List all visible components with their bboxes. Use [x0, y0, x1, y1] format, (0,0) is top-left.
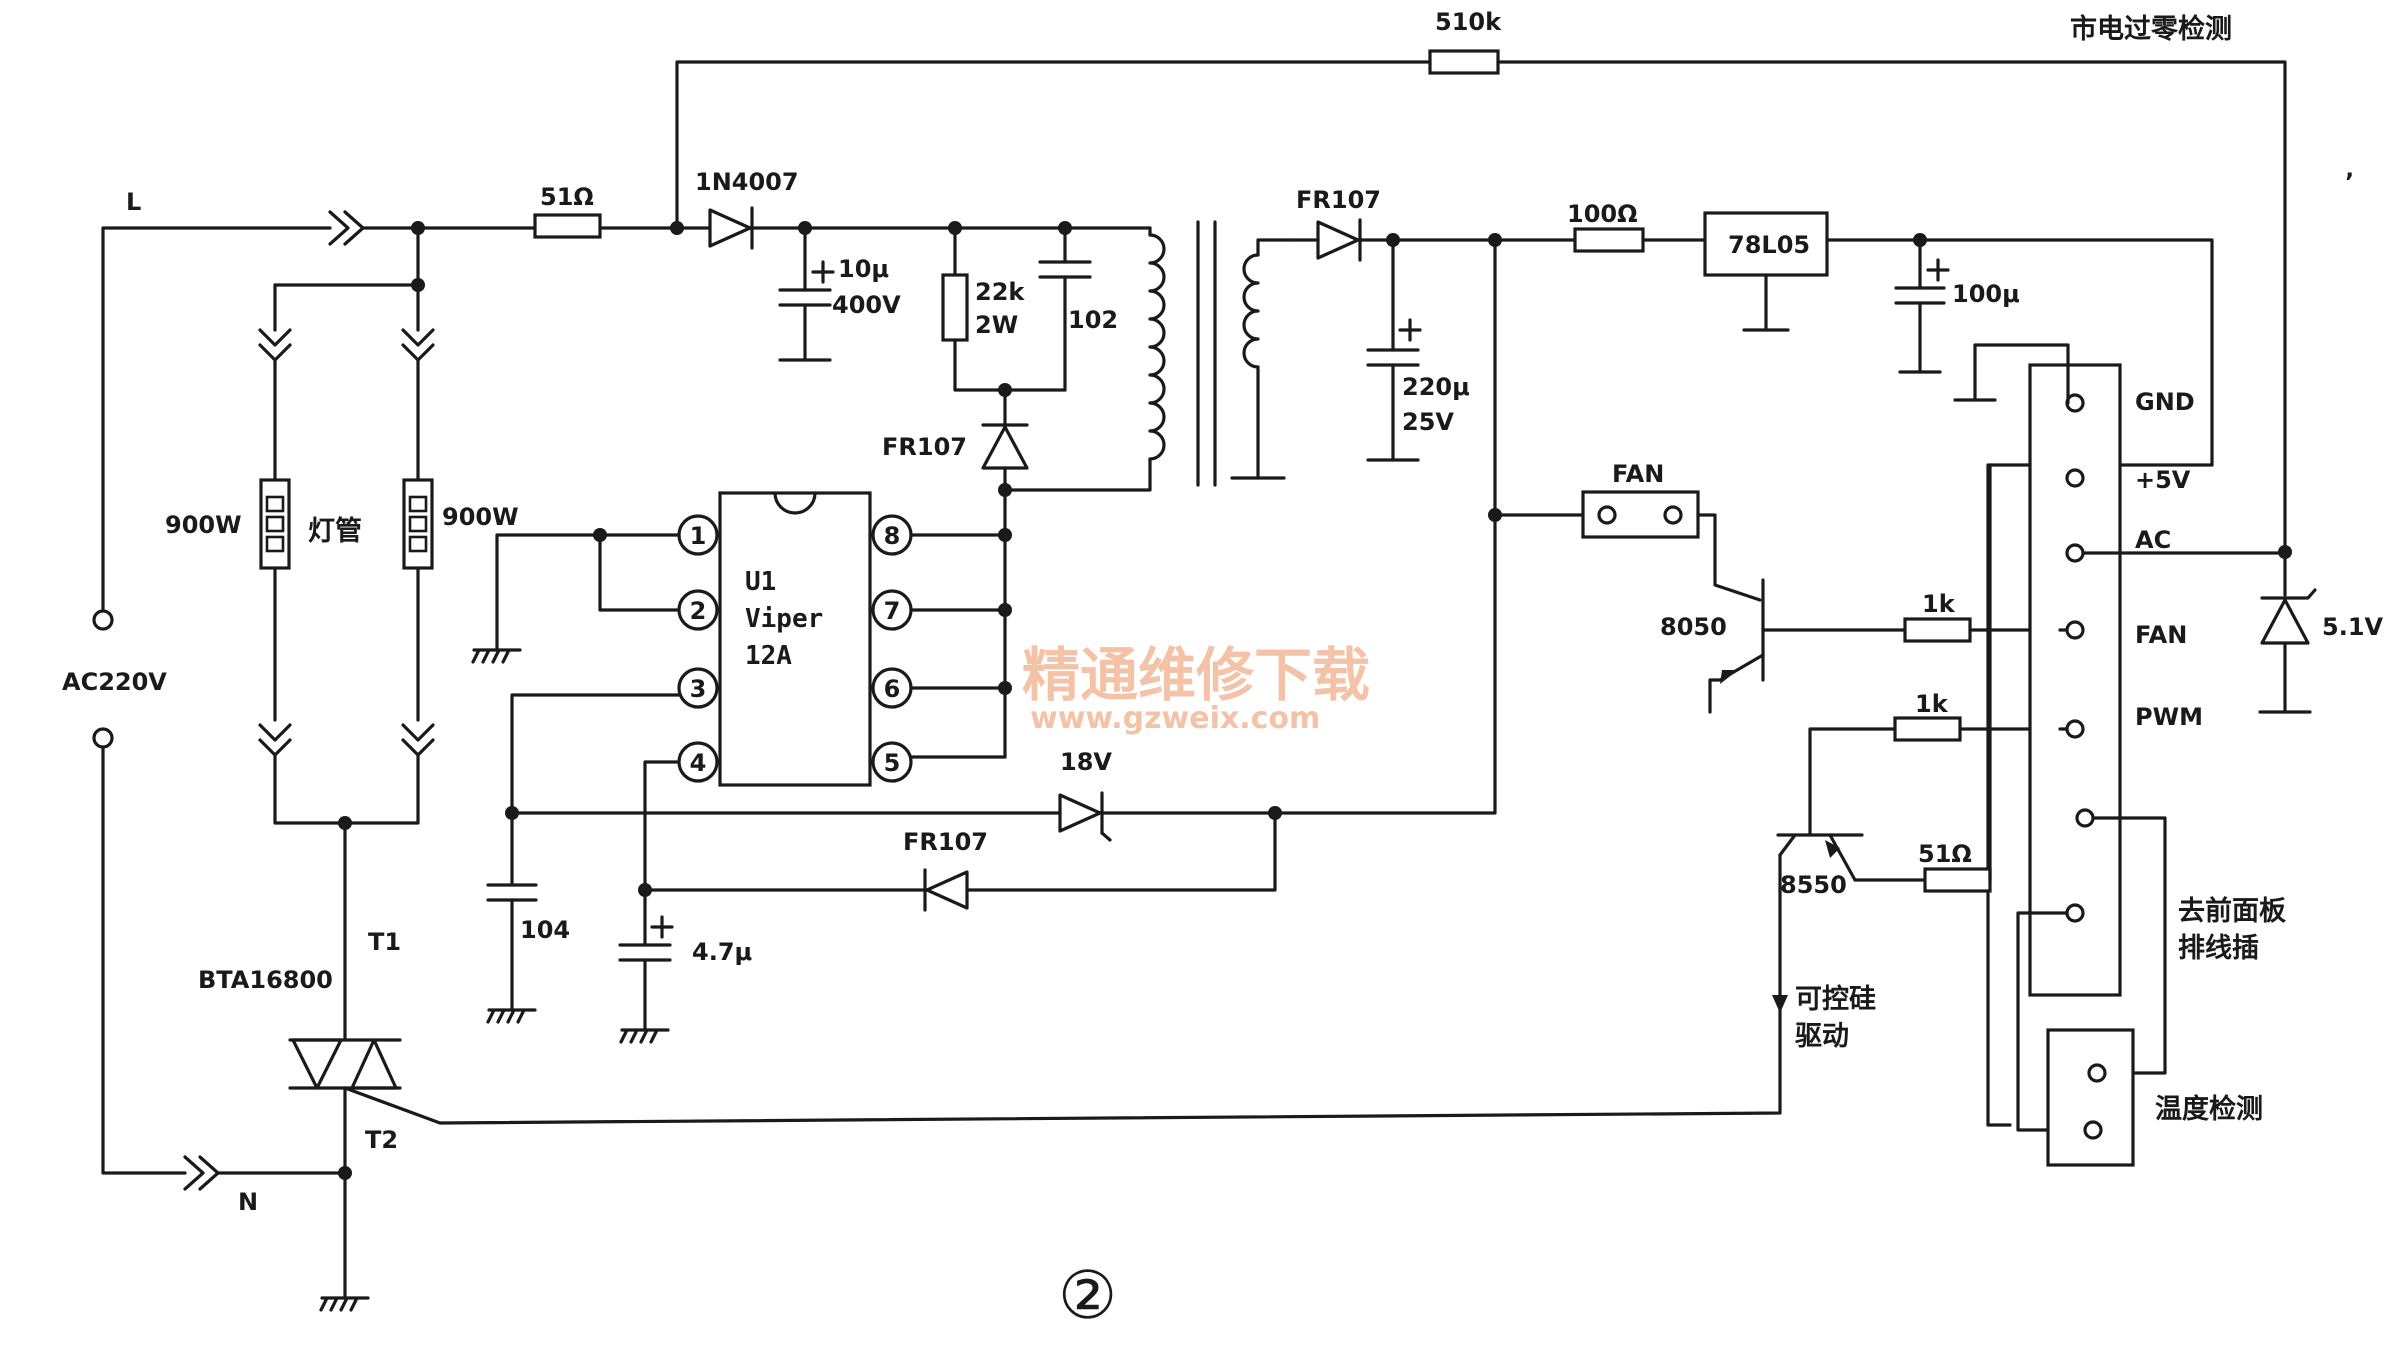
label-78l05: 78L05: [1728, 231, 1810, 259]
label-8050: 8050: [1660, 613, 1727, 641]
label-zero-cross: 市电过零检测: [2070, 13, 2232, 45]
label-zener-18v: 18V: [1060, 748, 1112, 776]
ic-pin-4: 4: [677, 741, 722, 783]
label-front-panel-2: 排线插: [2178, 933, 2259, 964]
zero-cross-detect: 510k 市电过零检测 5.1V ’: [675, 8, 2384, 714]
header-5v: +5V: [2135, 466, 2191, 494]
ic-label-u1: U1: [745, 567, 776, 597]
label-lamp: 灯管: [308, 516, 362, 547]
svg-text:7: 7: [884, 597, 901, 625]
watermark-url: www.gzweix.com: [1030, 701, 1320, 736]
svg-text:5: 5: [884, 749, 901, 777]
header-ac: AC: [2135, 526, 2171, 554]
header-fan: FAN: [2135, 621, 2187, 649]
label-heater-right: 900W: [442, 503, 519, 531]
label-8550: 8550: [1780, 871, 1847, 899]
label-1n4007: 1N4007: [695, 168, 799, 196]
watermark-title: 精通维修下载: [1022, 641, 1370, 709]
label-22k: 22k: [975, 278, 1025, 306]
label-51-input: 51Ω: [540, 183, 594, 211]
pwm-drive: 1k 8550 51Ω: [1776, 463, 2062, 899]
figure-number: ②: [1058, 1257, 1117, 1334]
label-cap-10u: 10μ: [838, 255, 889, 283]
triac: BTA16800 T1 T2 可控硅 驱动: [198, 821, 1876, 1312]
header-gnd: GND: [2135, 388, 2195, 416]
label-N: N: [238, 1188, 258, 1216]
mains-input: L N AC220V: [62, 188, 537, 1216]
fan-drive: FAN 8050 1k: [1493, 460, 2062, 714]
label-510k: 510k: [1435, 8, 1502, 36]
ic-pin-6: 6: [868, 667, 913, 709]
label-51-base: 51Ω: [1918, 840, 1972, 868]
control-header: GND +5V AC FAN PWM 去前面板 排线插: [1953, 343, 2287, 1132]
label-L: L: [126, 188, 141, 216]
label-t2: T2: [365, 1126, 398, 1154]
label-front-panel-1: 去前面板: [2178, 895, 2286, 927]
label-fr107-aux: FR107: [903, 828, 988, 856]
ic-pin-5: 5: [868, 741, 913, 783]
primary-stage: 51Ω 1N4007 10μ 400V 22k 2W 102: [533, 168, 1292, 497]
label-triac: BTA16800: [198, 966, 333, 994]
svg-text:8: 8: [884, 522, 901, 550]
ic-pin-7: 7: [868, 589, 913, 631]
label-fr107-sec: FR107: [1296, 186, 1381, 214]
svg-text:4: 4: [690, 749, 707, 777]
label-cap-400v: 400V: [832, 291, 901, 319]
svg-text:6: 6: [884, 675, 901, 703]
label-fr107-snub: FR107: [882, 433, 967, 461]
label-cap-100u: 100μ: [1952, 280, 2020, 308]
label-triac-drive-2: 驱动: [1795, 1021, 1849, 1052]
label-cap-25v: 25V: [1402, 408, 1454, 436]
label-cap-4u7: 4.7μ: [692, 938, 752, 966]
temp-sensor-connector: 温度检测: [2046, 1028, 2263, 1167]
ic-label-viper: Viper: [745, 604, 823, 634]
label-triac-drive-1: 可控硅: [1795, 984, 1876, 1015]
label-cap-102: 102: [1068, 306, 1118, 334]
label-2w: 2W: [975, 311, 1018, 339]
svg-text:1: 1: [690, 522, 707, 550]
label-temp-detect: 温度检测: [2155, 1093, 2263, 1125]
viper12a-ic: U1 Viper 12A 1 2 3 4 8: [471, 488, 1497, 1044]
label-heater-left: 900W: [165, 511, 242, 539]
ic-pin-8: 8: [868, 514, 913, 556]
label-zener-5v1: 5.1V: [2322, 613, 2384, 641]
svg-text:2: 2: [690, 597, 707, 625]
label-1k-pwm: 1k: [1915, 690, 1949, 718]
ic-pin-1: 1: [677, 514, 722, 556]
label-t1: T1: [368, 928, 401, 956]
svg-text:3: 3: [690, 675, 707, 703]
heater-lamps: 900W 900W 灯管: [165, 226, 519, 830]
label-ac220v: AC220V: [62, 668, 167, 696]
header-pwm: PWM: [2135, 703, 2203, 731]
label-fan-connector: FAN: [1612, 460, 1664, 488]
label-res-100: 100Ω: [1567, 200, 1638, 228]
label-cap-220u: 220μ: [1402, 373, 1470, 401]
label-1k-fan: 1k: [1922, 590, 1956, 618]
ic-label-12a: 12A: [745, 641, 792, 671]
stray-mark: ’: [2345, 168, 2354, 196]
ic-pin-2: 2: [677, 589, 722, 631]
label-cap-104: 104: [520, 916, 570, 944]
ic-pin-3: 3: [677, 667, 722, 709]
